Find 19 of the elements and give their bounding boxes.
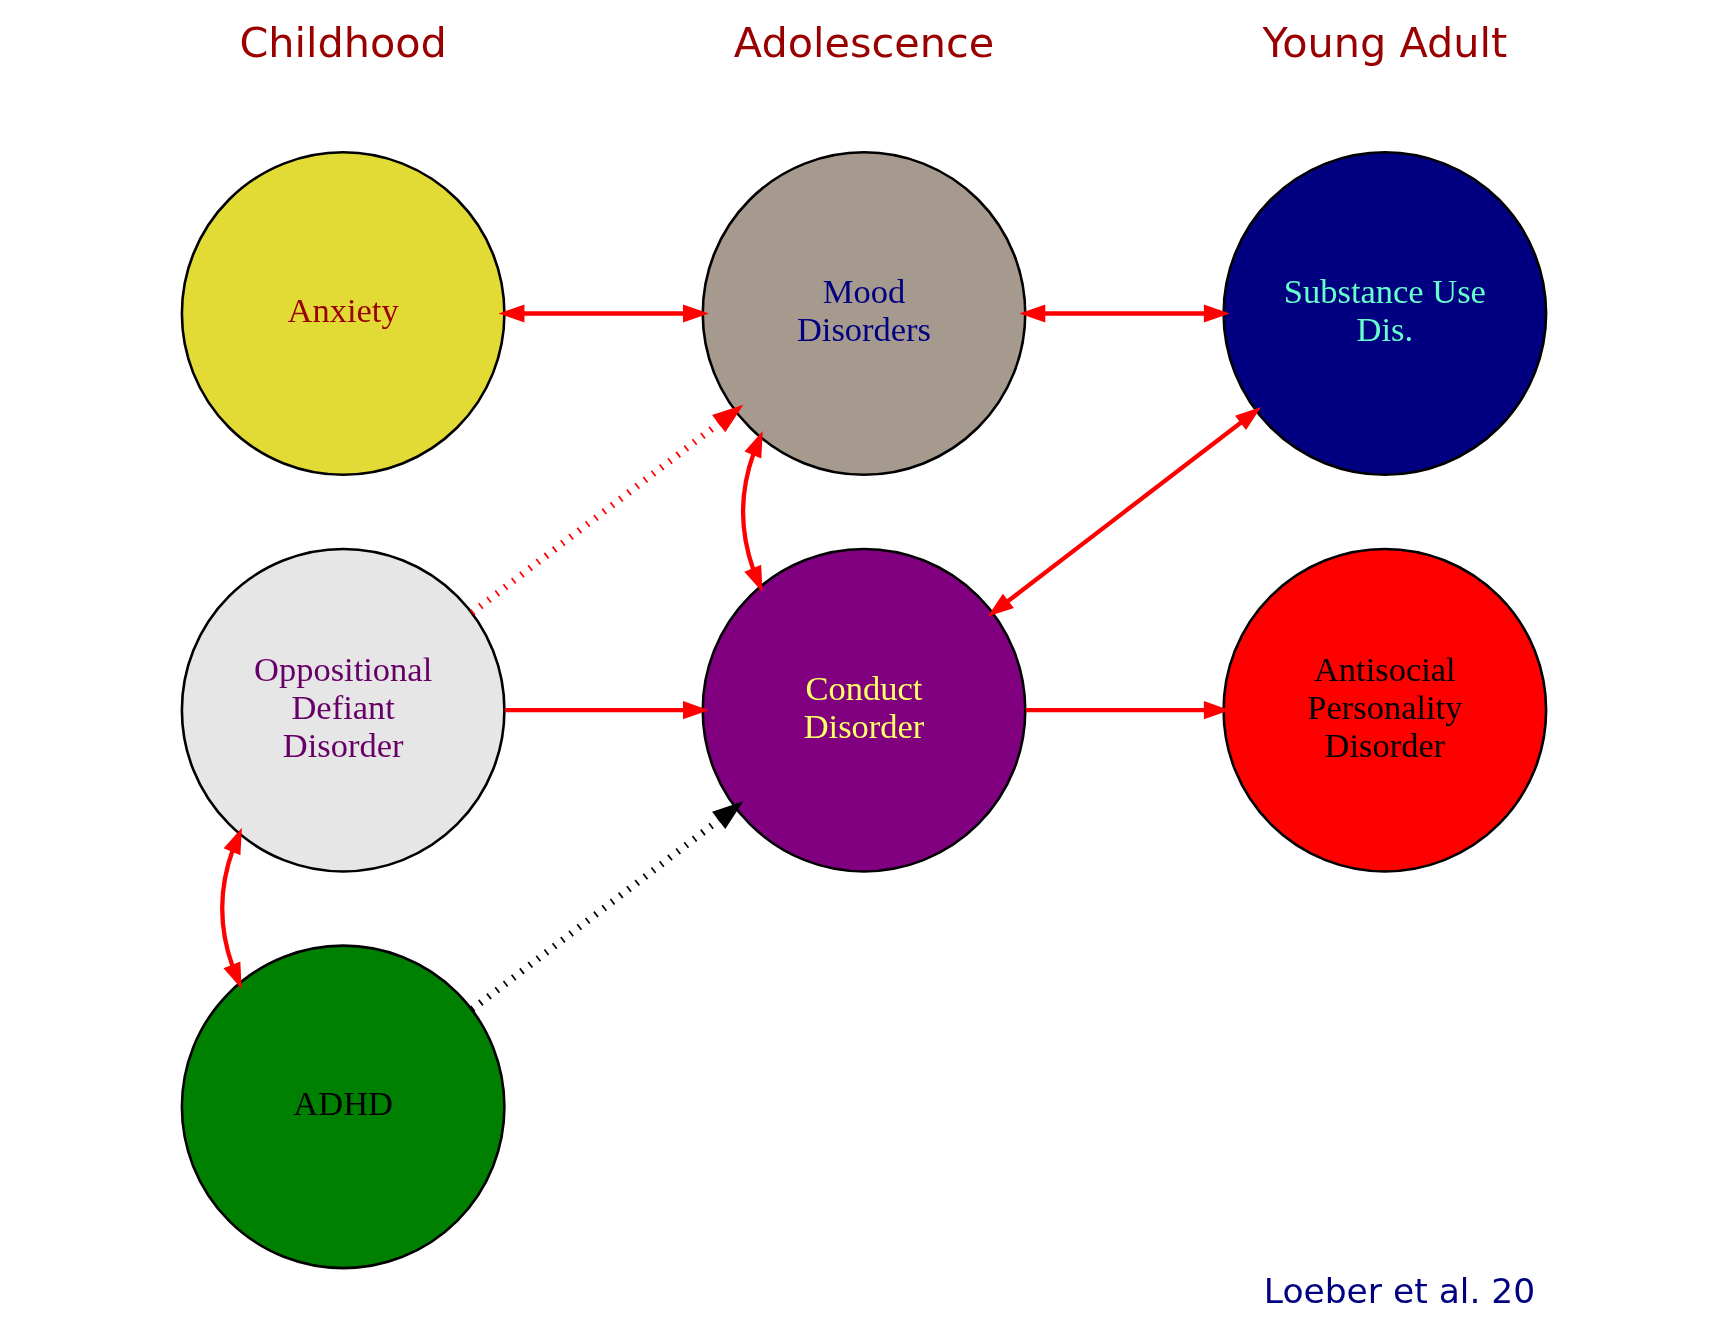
node-circle: Oppositional Defiant Disorder <box>180 547 506 873</box>
arrow <box>470 404 744 616</box>
arrow <box>505 701 709 720</box>
label: Childhood <box>239 18 447 67</box>
caption: Loeber et al. 20 <box>1263 1270 1536 1311</box>
node-circle: Conduct Disorder <box>701 547 1027 873</box>
arrow <box>498 304 709 323</box>
label: Young Adult <box>1262 18 1508 67</box>
arrow <box>470 801 744 1013</box>
node-circle: ADHD <box>180 944 506 1270</box>
arrow <box>987 407 1262 617</box>
arrow <box>740 431 763 593</box>
node-circle: Antisocial Personality Disorder <box>1222 547 1548 873</box>
arrow <box>1019 304 1230 323</box>
arrow <box>220 827 242 989</box>
label: Adolescence <box>733 18 995 67</box>
node-circle: Anxiety <box>180 150 506 477</box>
node-circle: Mood Disorders <box>701 150 1027 477</box>
node-circle: Substance Use Dis. <box>1222 150 1548 477</box>
